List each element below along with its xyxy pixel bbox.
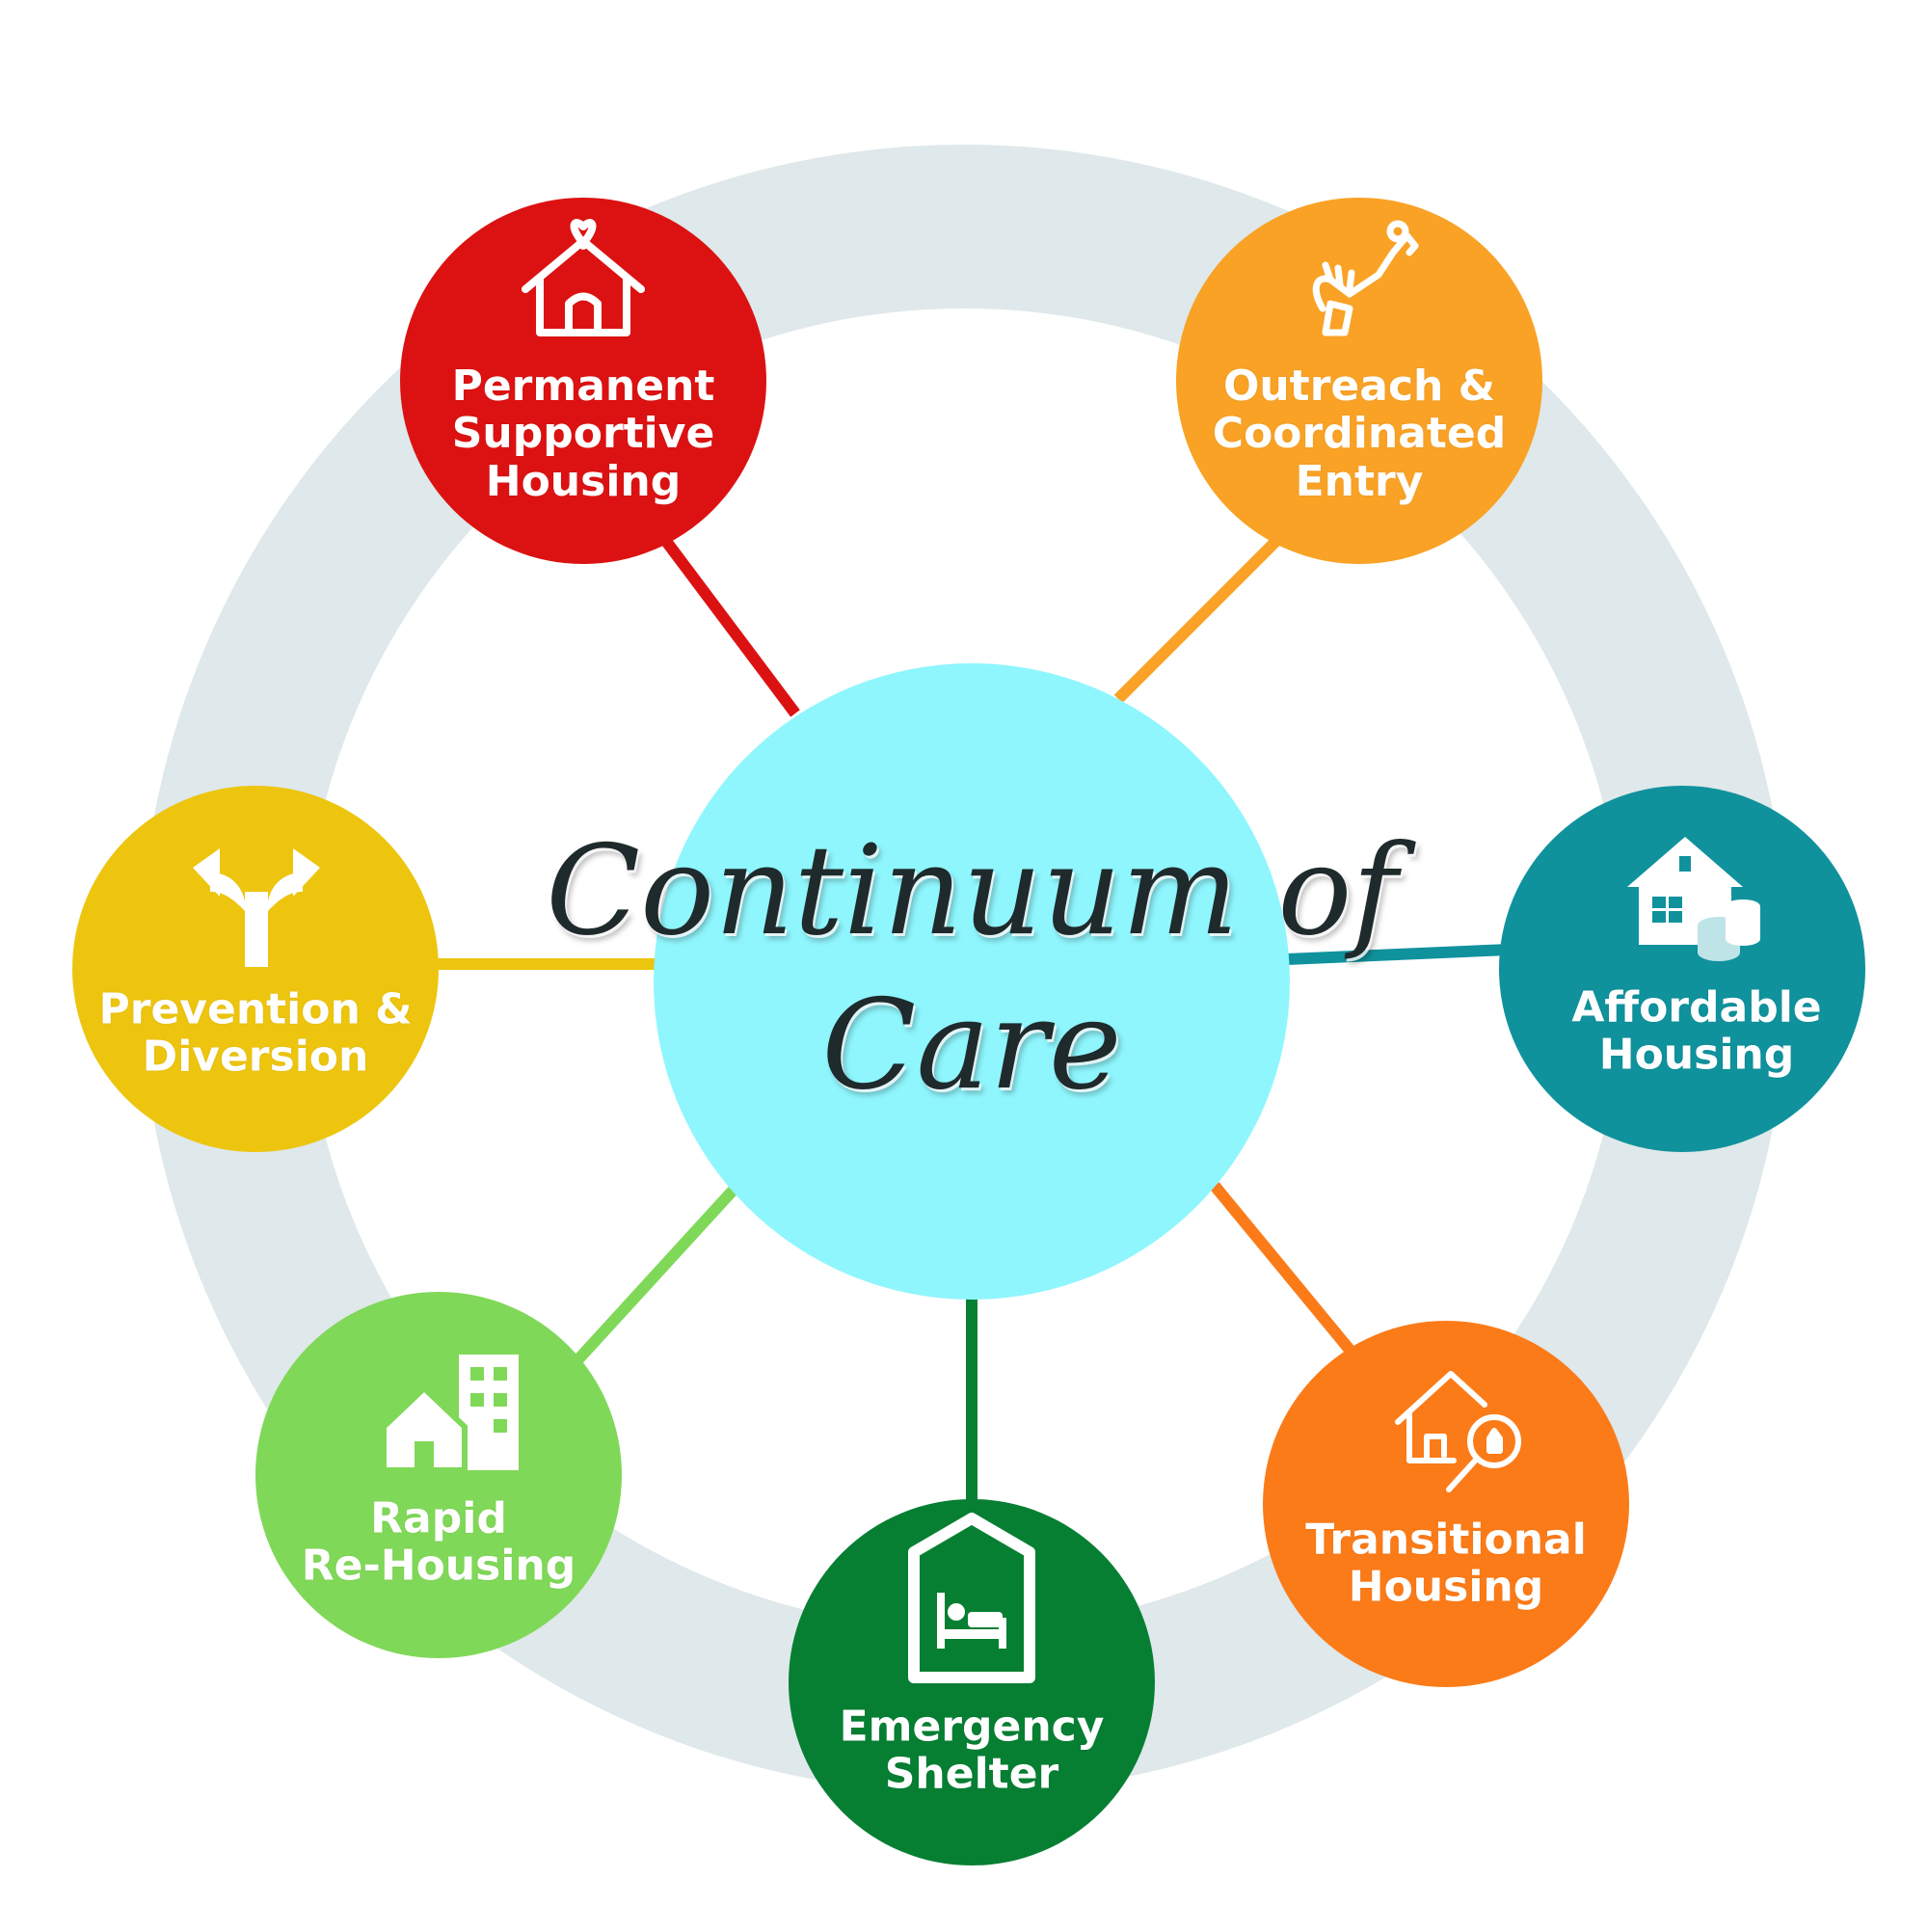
connector-outreach: [1113, 535, 1282, 704]
connector-transitional: [1210, 1182, 1354, 1354]
house-coins-icon: [1627, 837, 1760, 961]
bed-house-icon: [908, 1513, 1035, 1683]
node-circle-rapid: [255, 1292, 622, 1658]
center-title: Continuum of Care: [546, 819, 1398, 1117]
center-circle: [654, 663, 1290, 1300]
connector-rapid: [574, 1186, 737, 1364]
node-circle-affordable: [1499, 786, 1865, 1152]
split-arrow-icon: [193, 848, 320, 967]
house-heart-icon: [522, 219, 645, 336]
house-search-icon: [1395, 1371, 1521, 1492]
node-label-emergency: Emergency Shelter: [839, 1702, 1105, 1799]
node-label-rapid: Rapid Re-Housing: [301, 1493, 576, 1591]
node-circle-transitional: [1263, 1321, 1629, 1687]
node-label-transitional: Transitional Housing: [1305, 1515, 1587, 1612]
node-label-affordable: Affordable Housing: [1571, 982, 1822, 1080]
node-circle-prevention: [72, 786, 439, 1152]
node-label-psh: Permanent Supportive Housing: [451, 362, 715, 506]
connector-psh: [660, 536, 800, 717]
helping-hand-icon: [1312, 220, 1419, 336]
node-label-prevention: Prevention & Diversion: [98, 984, 413, 1082]
node-circle-psh: [400, 198, 766, 564]
connector-affordable: [1286, 944, 1510, 965]
buildings-icon: [381, 1355, 519, 1473]
node-label-outreach: Outreach & Coordinated Entry: [1212, 362, 1507, 506]
node-circle-outreach: [1176, 198, 1542, 564]
connector-lines: [434, 535, 1510, 1523]
